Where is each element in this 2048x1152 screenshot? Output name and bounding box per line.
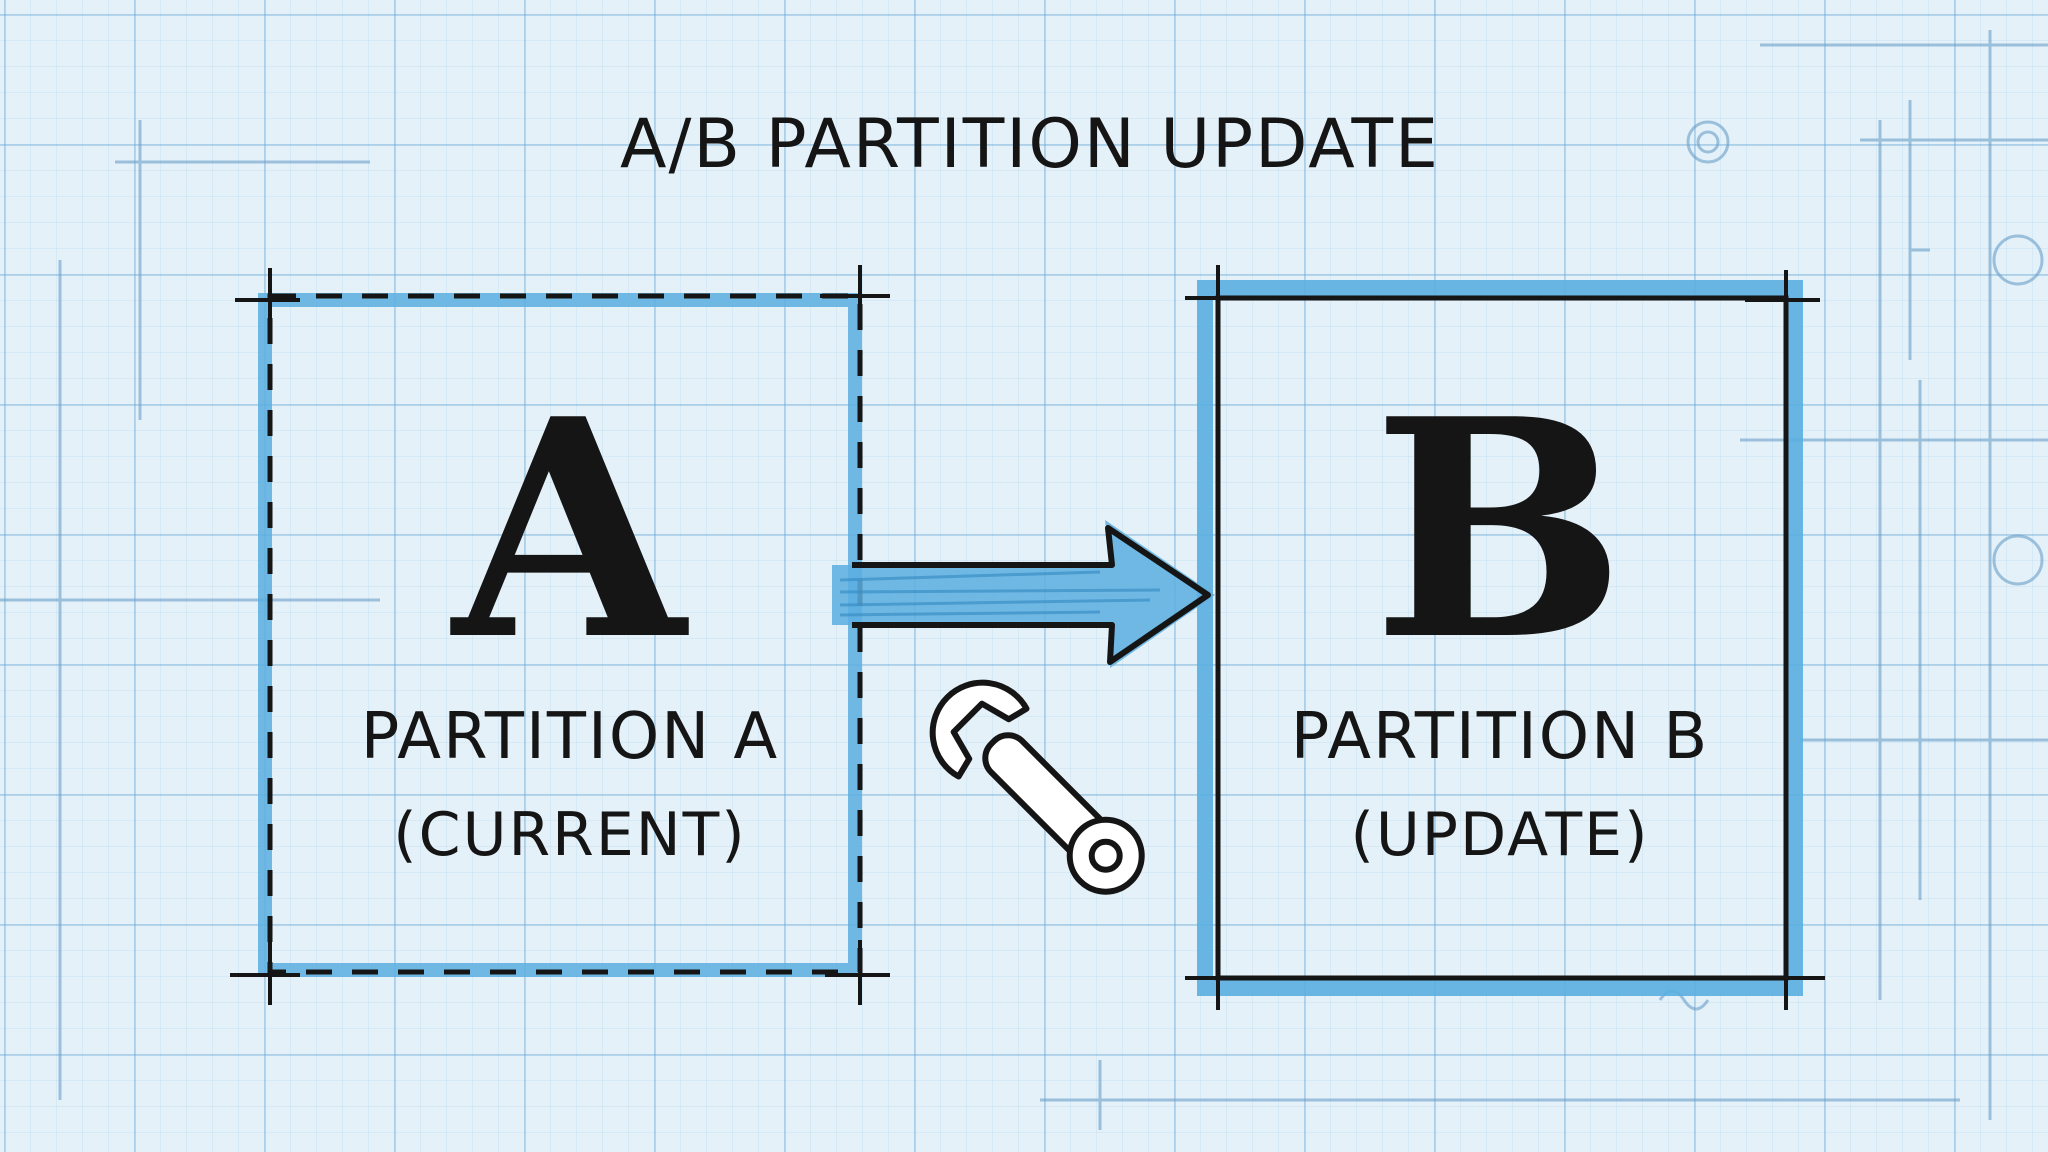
partition-b-name: PARTITION B <box>1290 700 1710 774</box>
arrow-right-icon <box>832 520 1215 668</box>
partition-a-status: (CURRENT) <box>393 800 747 870</box>
partition-a-name: PARTITION A <box>360 700 780 774</box>
partition-a-box <box>230 265 890 1005</box>
wrench-icon <box>929 679 1145 895</box>
partition-a-letter: A <box>452 353 688 706</box>
partition-b-letter: B <box>1372 353 1628 706</box>
partition-b-status: (UPDATE) <box>1350 800 1650 870</box>
diagram-title: A/B PARTITION UPDATE <box>619 105 1441 184</box>
partition-b-box <box>1185 265 1825 1010</box>
